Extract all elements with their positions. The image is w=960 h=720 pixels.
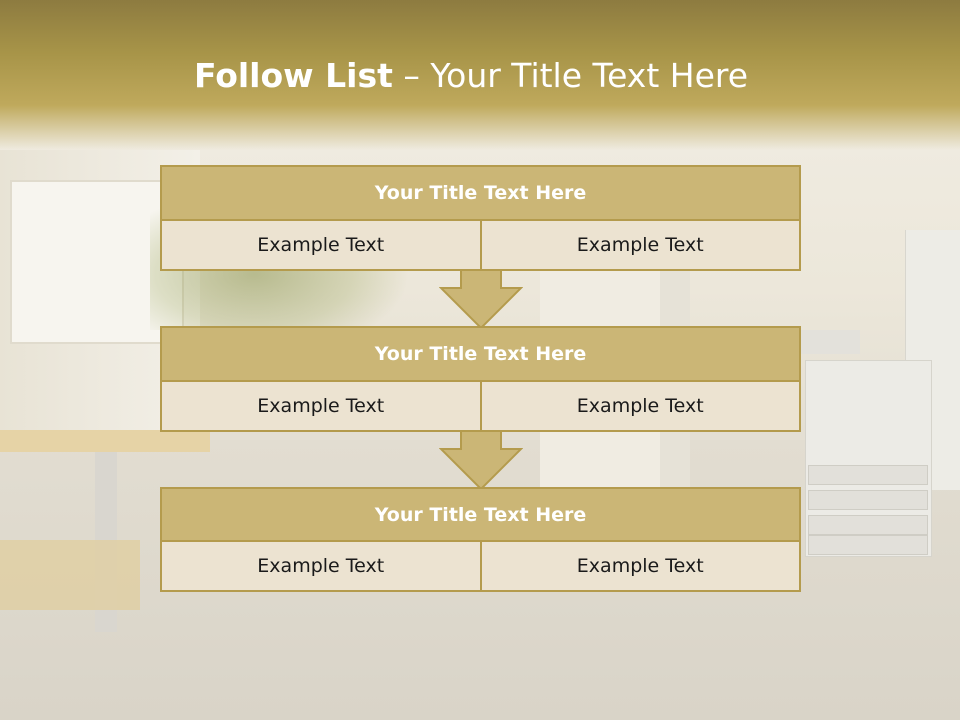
cabinet xyxy=(0,540,140,610)
down-arrow-icon xyxy=(439,270,523,330)
desk xyxy=(0,430,210,452)
copier-drawer xyxy=(808,490,928,510)
step-box-2: Your Title Text Here Example Text Exampl… xyxy=(160,326,801,432)
step-box-3: Your Title Text Here Example Text Exampl… xyxy=(160,487,801,592)
step-cell-right: Example Text xyxy=(481,221,801,271)
copier-drawer xyxy=(808,515,928,535)
slide-title-rest: – Your Title Text Here xyxy=(392,56,749,95)
slide-title: Follow List – Your Title Text Here xyxy=(0,55,942,97)
slide-title-bold: Follow List xyxy=(193,56,393,95)
step-row: Example Text Example Text xyxy=(160,221,801,271)
header-band xyxy=(0,0,960,150)
step-cell-left: Example Text xyxy=(160,382,482,432)
step-row: Example Text Example Text xyxy=(160,542,801,592)
step-cell-left: Example Text xyxy=(160,221,482,271)
step-box-1: Your Title Text Here Example Text Exampl… xyxy=(160,165,801,271)
copier-drawer xyxy=(808,535,928,555)
step-cell-left: Example Text xyxy=(160,542,482,592)
step-cell-right: Example Text xyxy=(481,542,801,592)
step-title: Your Title Text Here xyxy=(160,165,801,221)
step-row: Example Text Example Text xyxy=(160,382,801,432)
step-title: Your Title Text Here xyxy=(160,487,801,542)
step-cell-right: Example Text xyxy=(481,382,801,432)
copier-drawer xyxy=(808,465,928,485)
step-title: Your Title Text Here xyxy=(160,326,801,382)
down-arrow-icon xyxy=(439,431,523,491)
copier-top xyxy=(800,330,860,354)
